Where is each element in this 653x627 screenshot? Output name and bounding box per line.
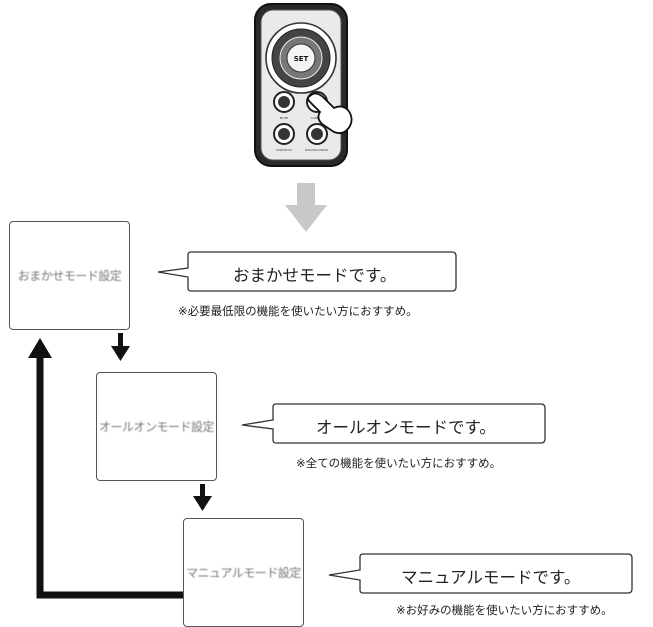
callout-text-3: マニュアルモードです。 [401,568,581,587]
callout-text-1: おまかせモードです。 [233,266,397,285]
remote-control-illustration: SET MUTE CAMERA DISP/HIGH RADAR/CANCEL [254,3,353,167]
callout-bubble-3 [328,553,633,594]
note-2: ※全ての機能を使いたい方におすすめ。 [296,456,502,470]
big-down-arrow [285,183,327,232]
note-3: ※お好みの機能を使いたい方におすすめ。 [396,603,613,617]
mode-screen-label: オールオンモード設定 [98,420,215,434]
pointing-hand-icon [307,92,353,135]
mode-screen-label: おまかせモード設定 [17,269,122,283]
callout-bubble-1 [157,251,457,292]
remote-btn-label-2: CAMERA [311,116,325,120]
set-button-label: SET [294,55,309,63]
note-1: ※必要最低限の機能を使いたい方におすすめ。 [178,304,418,318]
mode-screen-label: マニュアルモード設定 [186,566,301,580]
callout-bubble-2 [241,403,546,444]
arrow-mode2-to-mode3 [193,484,212,511]
remote-btn-label-3: DISP/HIGH [276,148,292,152]
mode-screen-2: オールオンモード設定 [96,372,217,481]
arrow-mode1-to-mode2 [111,333,130,361]
mode-screen-3: マニュアルモード設定 [183,518,304,627]
return-loop-arrow [28,338,183,599]
remote-btn-label-4: RADAR/CANCEL [305,148,329,152]
mode-screen-1: おまかせモード設定 [9,221,130,330]
remote-btn-label-1: MUTE [280,116,289,120]
callout-text-2: オールオンモードです。 [316,418,496,437]
